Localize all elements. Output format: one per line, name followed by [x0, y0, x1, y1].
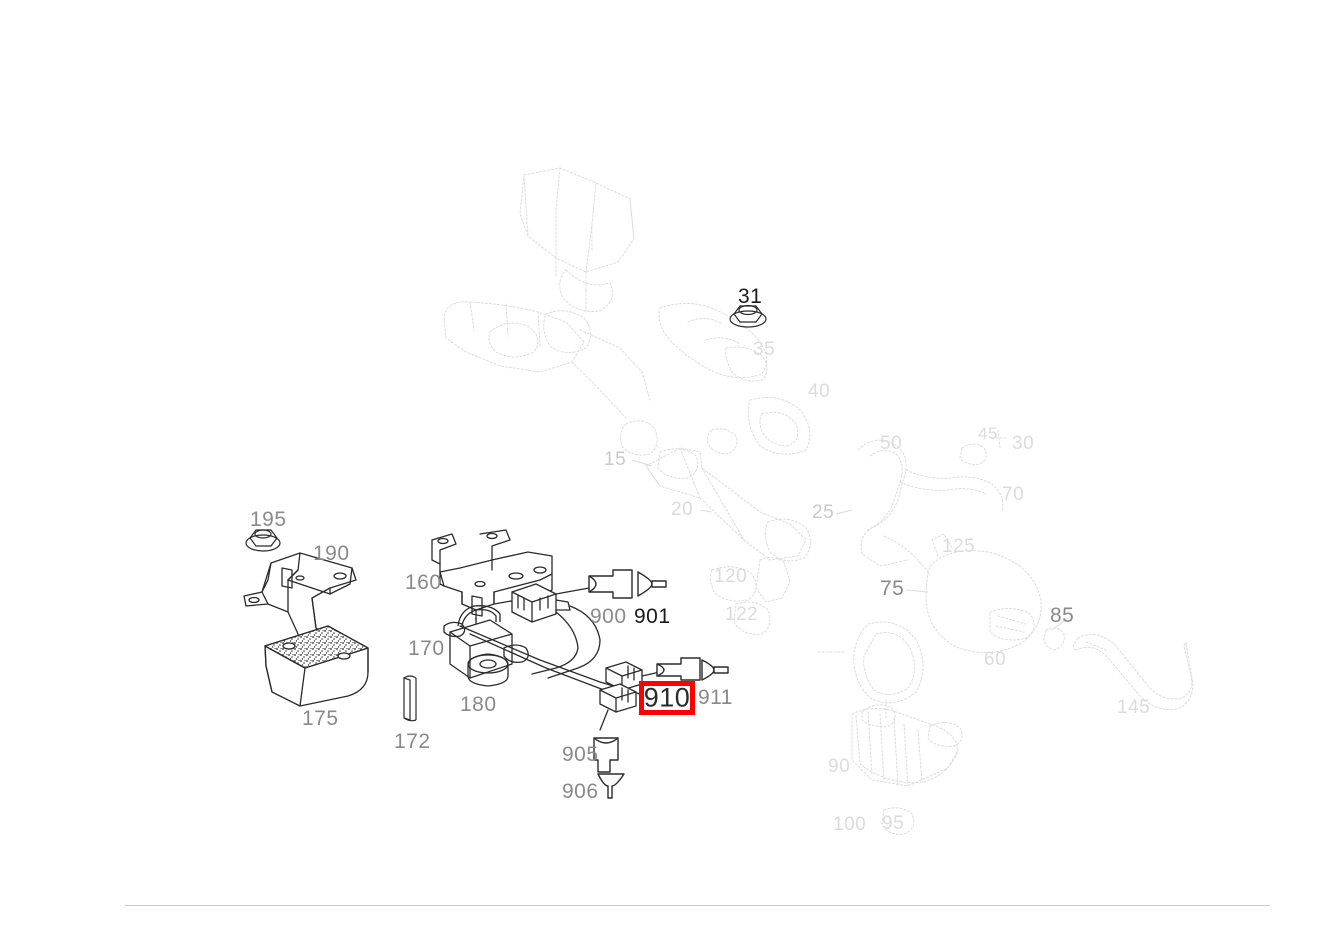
part-callout-160[interactable]: 160	[405, 571, 442, 594]
part-callout-60[interactable]: 60	[984, 649, 1007, 670]
part-callout-35[interactable]: 35	[753, 339, 776, 360]
part-callout-120[interactable]: 120	[714, 566, 748, 587]
part-callout-90[interactable]: 90	[828, 756, 851, 777]
part-callout-85[interactable]: 85	[1050, 604, 1075, 627]
part-callout-172[interactable]: 172	[394, 730, 431, 753]
highlight-label: 910	[643, 682, 691, 713]
footer-divider	[125, 905, 1270, 906]
part-callout-911[interactable]: 911	[698, 686, 733, 709]
part-callout-906[interactable]: 906	[562, 780, 599, 803]
part-callout-100[interactable]: 100	[833, 814, 867, 835]
part-callout-145[interactable]: 145	[1117, 697, 1151, 718]
part-callout-15[interactable]: 15	[604, 449, 627, 470]
highlight-box-910[interactable]: 910	[639, 681, 695, 715]
part-callout-905[interactable]: 905	[562, 743, 599, 766]
part-callout-25[interactable]: 25	[812, 502, 835, 523]
part-callout-122[interactable]: 122	[725, 604, 759, 625]
part-callout-170[interactable]: 170	[408, 637, 445, 660]
part-callout-45[interactable]: 45	[978, 424, 998, 443]
part-callout-125[interactable]: 125	[942, 536, 976, 557]
part-callout-901[interactable]: 901	[634, 605, 671, 628]
part-callout-75[interactable]: 75	[880, 577, 905, 600]
part-callout-195[interactable]: 195	[250, 508, 287, 531]
part-callout-95[interactable]: 95	[882, 813, 905, 834]
part-callout-70[interactable]: 70	[1002, 484, 1025, 505]
part-callout-40[interactable]: 40	[808, 381, 831, 402]
part-callout-31[interactable]: 31	[738, 285, 763, 308]
part-callout-30[interactable]: 30	[1012, 433, 1035, 454]
part-callout-180[interactable]: 180	[460, 693, 497, 716]
part-callout-190[interactable]: 190	[313, 542, 350, 565]
part-callout-900[interactable]: 900	[590, 605, 627, 628]
part-callout-175[interactable]: 175	[302, 707, 339, 730]
part-callout-50[interactable]: 50	[880, 433, 903, 454]
part-callout-20[interactable]: 20	[671, 499, 694, 520]
